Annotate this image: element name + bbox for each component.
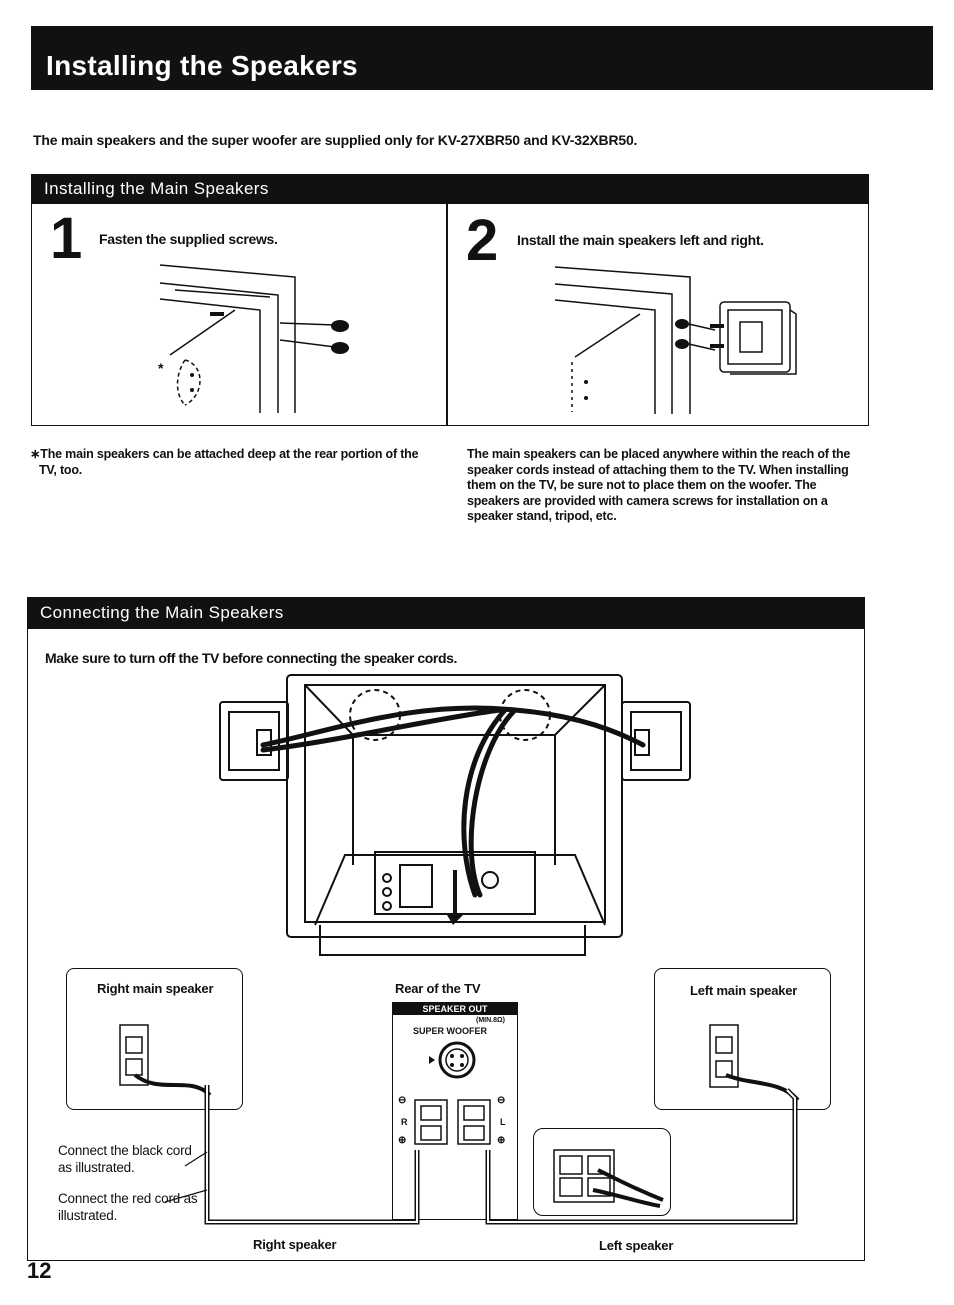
page-number: 12 <box>27 1258 52 1283</box>
speaker-out-panel <box>392 1002 518 1220</box>
step-1-text: Fasten the supplied screws. <box>99 231 278 247</box>
power-off-warning: Make sure to turn off the TV before conn… <box>45 650 457 666</box>
speaker-out-label: SPEAKER OUT <box>393 1003 517 1015</box>
step-2-text: Install the main speakers left and right… <box>517 232 764 248</box>
right-main-speaker-callout <box>66 968 243 1110</box>
attachment-marker: * <box>158 360 164 376</box>
left-main-speaker-label: Left main speaker <box>690 983 798 998</box>
left-channel-label: L <box>500 1117 506 1127</box>
right-plus-symbol: ⊕ <box>398 1135 407 1146</box>
step-1-number: 1 <box>50 206 83 271</box>
note-speaker-placement: The main speakers can be placed anywhere… <box>467 447 851 523</box>
step-divider <box>446 203 448 425</box>
right-speaker-terminal-illustration <box>119 1024 212 1097</box>
intro-text: The main speakers and the super woofer a… <box>33 132 638 148</box>
rear-of-tv-label: Rear of the TV <box>395 981 481 996</box>
screw-fastening-illustration <box>159 264 349 413</box>
min-impedance-label: (MIN.8Ω) <box>476 1017 505 1024</box>
speaker-mounting-illustration <box>554 266 797 414</box>
install-section: Installing the Main Speakers <box>31 174 869 426</box>
right-speaker-label: Right speaker <box>253 1237 337 1252</box>
connect-black-cord-instruction: Connect the black cord as illustrated. <box>58 1143 192 1175</box>
speaker-terminals-icon <box>414 1099 491 1145</box>
left-plus-symbol: ⊕ <box>497 1135 506 1146</box>
page-title: Installing the Speakers <box>46 50 358 81</box>
note-rear-attachment: ∗The main speakers can be attached deep … <box>30 447 419 477</box>
terminal-detail-illustration <box>553 1149 664 1208</box>
step-2-number: 2 <box>466 208 499 273</box>
speaker-cord-routing <box>164 1085 798 1225</box>
tv-rear-illustration <box>219 674 691 956</box>
right-minus-symbol: ⊖ <box>398 1095 407 1106</box>
left-minus-symbol: ⊖ <box>497 1095 506 1106</box>
super-woofer-label: SUPER WOOFER <box>413 1026 488 1036</box>
left-speaker-label: Left speaker <box>599 1238 674 1253</box>
connect-section-title: Connecting the Main Speakers <box>28 598 864 629</box>
left-speaker-terminal-callout <box>533 1128 671 1216</box>
super-woofer-connector-icon <box>429 1041 476 1079</box>
right-main-speaker-label: Right main speaker <box>97 981 214 996</box>
left-main-speaker-callout <box>654 968 831 1110</box>
install-section-title: Installing the Main Speakers <box>32 175 868 204</box>
right-channel-label: R <box>401 1117 408 1127</box>
connect-red-cord-instruction: Connect the red cord as illustrated. <box>58 1191 198 1223</box>
page-header-bar <box>31 26 933 90</box>
